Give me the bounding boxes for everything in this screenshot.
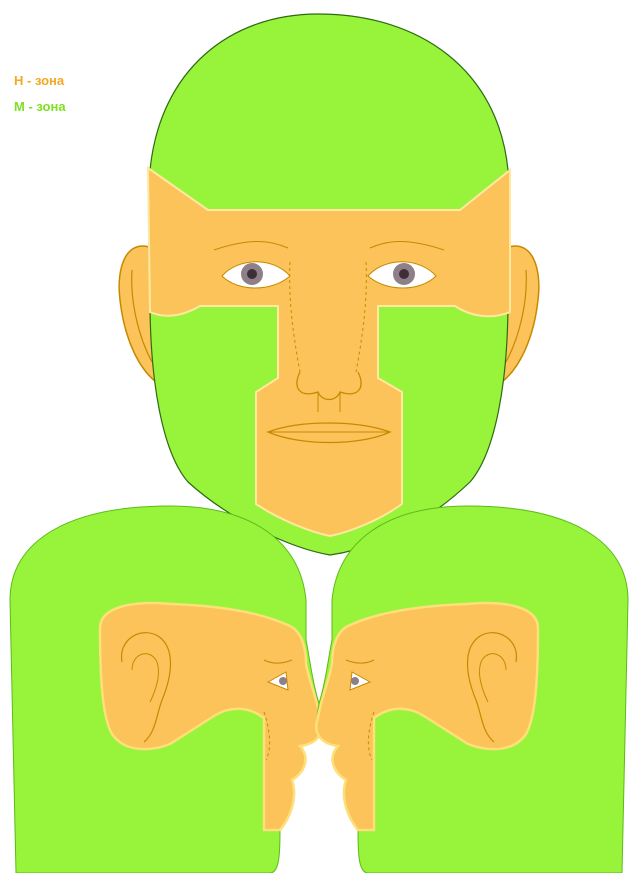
front-face <box>119 14 539 555</box>
right-profile <box>316 506 628 873</box>
left-profile <box>10 506 322 873</box>
